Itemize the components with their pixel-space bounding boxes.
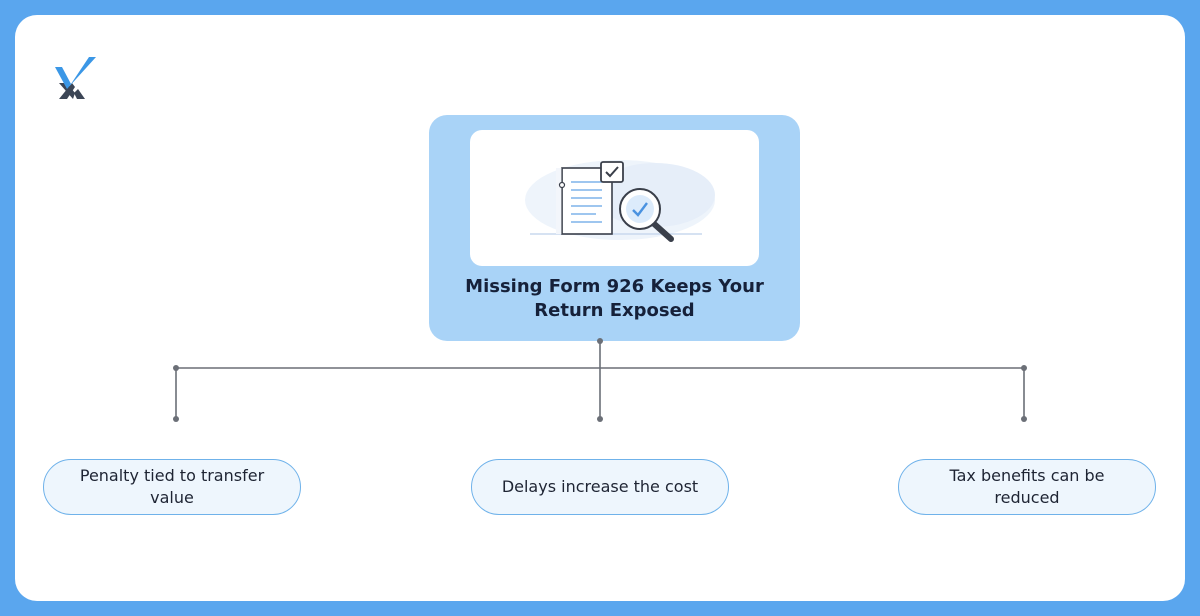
root-title: Missing Form 926 Keeps Your Return Expos… bbox=[465, 276, 764, 321]
root-node: Missing Form 926 Keeps Your Return Expos… bbox=[429, 115, 800, 341]
leaf-label: Tax benefits can be reduced bbox=[949, 466, 1105, 507]
diagram-card: Missing Form 926 Keeps Your Return Expos… bbox=[15, 15, 1185, 601]
document-with-magnifier-check-icon bbox=[525, 160, 715, 242]
leaf-node-tax-benefits: Tax benefits can be reduced bbox=[898, 459, 1156, 515]
leaf-node-penalty: Penalty tied to transfer value bbox=[43, 459, 301, 515]
leaf-label: Penalty tied to transfer value bbox=[79, 466, 265, 507]
illustration-panel bbox=[470, 130, 759, 266]
leaf-node-delays: Delays increase the cost bbox=[471, 459, 729, 515]
logo-icon bbox=[55, 57, 96, 99]
leaf-label: Delays increase the cost bbox=[501, 477, 699, 496]
